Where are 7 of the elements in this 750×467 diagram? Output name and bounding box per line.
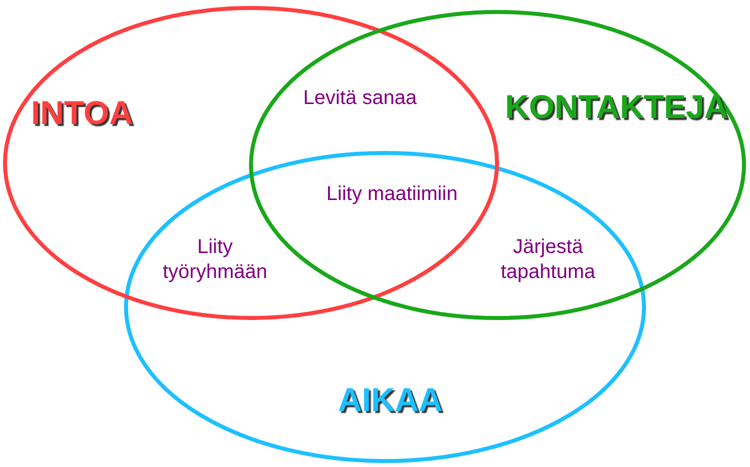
region-label: Liity maatiimiin	[325, 182, 459, 207]
set-title: AIKAA	[338, 383, 442, 416]
set-title: INTOA	[31, 96, 134, 129]
region-label: Liity työryhmään	[162, 235, 268, 285]
region-label: Levitä sanaa	[302, 86, 418, 111]
region-label: Järjestä tapahtuma	[500, 235, 596, 285]
set-title: KONTAKTEJA	[505, 90, 728, 123]
